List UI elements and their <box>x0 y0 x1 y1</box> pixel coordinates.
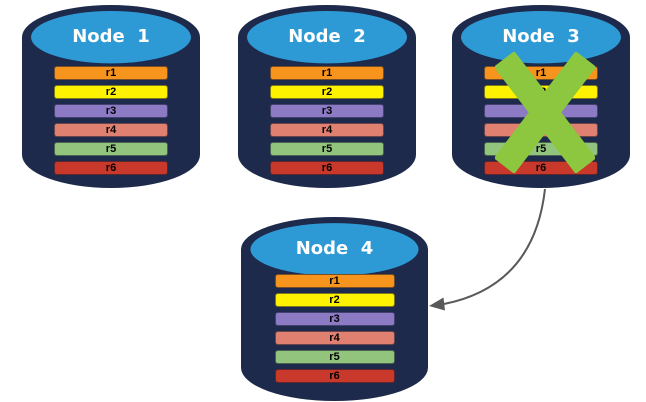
replica-bar: r3 <box>274 312 395 326</box>
replica-label: r3 <box>329 312 340 325</box>
replica-label: r5 <box>105 142 117 155</box>
replica-label: r2 <box>329 293 340 306</box>
replica-label: r4 <box>105 123 117 136</box>
node-1: Node 1 r1 r2 r3 r4 r5 r6 <box>22 5 200 188</box>
failure-x-strokes <box>495 52 595 173</box>
replica-bar: r6 <box>54 161 168 175</box>
replica-list: r1 r2 r3 r4 r5 r6 <box>270 66 384 175</box>
node-2: Node 2 r1 r2 r3 r4 r5 r6 <box>238 5 416 188</box>
replica-bar: r5 <box>270 142 384 156</box>
replica-label: r4 <box>329 331 340 344</box>
replica-bar: r3 <box>270 104 384 118</box>
replica-bar: r6 <box>274 369 395 383</box>
replica-bar: r2 <box>274 293 395 307</box>
replica-label: r1 <box>535 66 547 79</box>
failover-arrowhead-icon <box>429 297 445 311</box>
replica-label: r5 <box>535 142 547 155</box>
replica-bar: r4 <box>270 123 384 137</box>
replica-bar: r4 <box>54 123 168 137</box>
replica-label: r1 <box>329 274 340 287</box>
cylinder-top-ellipse <box>250 223 419 276</box>
replica-label: r6 <box>105 161 117 174</box>
cylinder-top-ellipse <box>247 11 407 64</box>
replica-bar: r2 <box>54 85 168 99</box>
replica-bar: r5 <box>274 350 395 364</box>
replica-label: r3 <box>105 104 117 117</box>
replica-label: r3 <box>321 104 333 117</box>
replica-bar: r1 <box>54 66 168 80</box>
failover-arrow-line <box>443 188 546 305</box>
node-label: Node 1 <box>72 26 150 47</box>
node-3: Node 3 r1 r2 r3 r4 r5 r6 <box>452 5 630 188</box>
replica-label: r6 <box>329 369 340 382</box>
replica-bar: r2 <box>270 85 384 99</box>
node-label: Node 3 <box>502 26 580 47</box>
replica-label: r2 <box>105 85 117 98</box>
replica-label: r6 <box>321 161 333 174</box>
replica-list: r1 r2 r3 r4 r5 r6 <box>54 66 168 175</box>
replica-label: r4 <box>321 123 333 136</box>
node-label: Node 4 <box>295 238 374 259</box>
replica-label: r1 <box>105 66 117 79</box>
replica-label: r6 <box>535 161 547 174</box>
replica-label: r1 <box>321 66 333 79</box>
node-4: Node 4 r1 r2 r3 r4 r5 r6 <box>241 217 428 401</box>
replica-bar: r6 <box>270 161 384 175</box>
replica-list: r1 r2 r3 r4 r5 r6 <box>274 274 395 383</box>
cylinder-top-ellipse <box>31 11 191 64</box>
replica-bar: r4 <box>274 331 395 345</box>
replica-label: r5 <box>321 142 333 155</box>
replica-label: r2 <box>321 85 333 98</box>
replica-bar: r3 <box>54 104 168 118</box>
x-stroke-2 <box>495 52 595 173</box>
replica-bar: r1 <box>274 274 395 288</box>
node-label: Node 2 <box>288 26 366 47</box>
replica-label: r5 <box>329 350 340 363</box>
replica-bar: r1 <box>270 66 384 80</box>
cylinder-top-ellipse <box>461 11 621 64</box>
failure-x-icon <box>495 52 595 173</box>
replica-bar: r5 <box>54 142 168 156</box>
